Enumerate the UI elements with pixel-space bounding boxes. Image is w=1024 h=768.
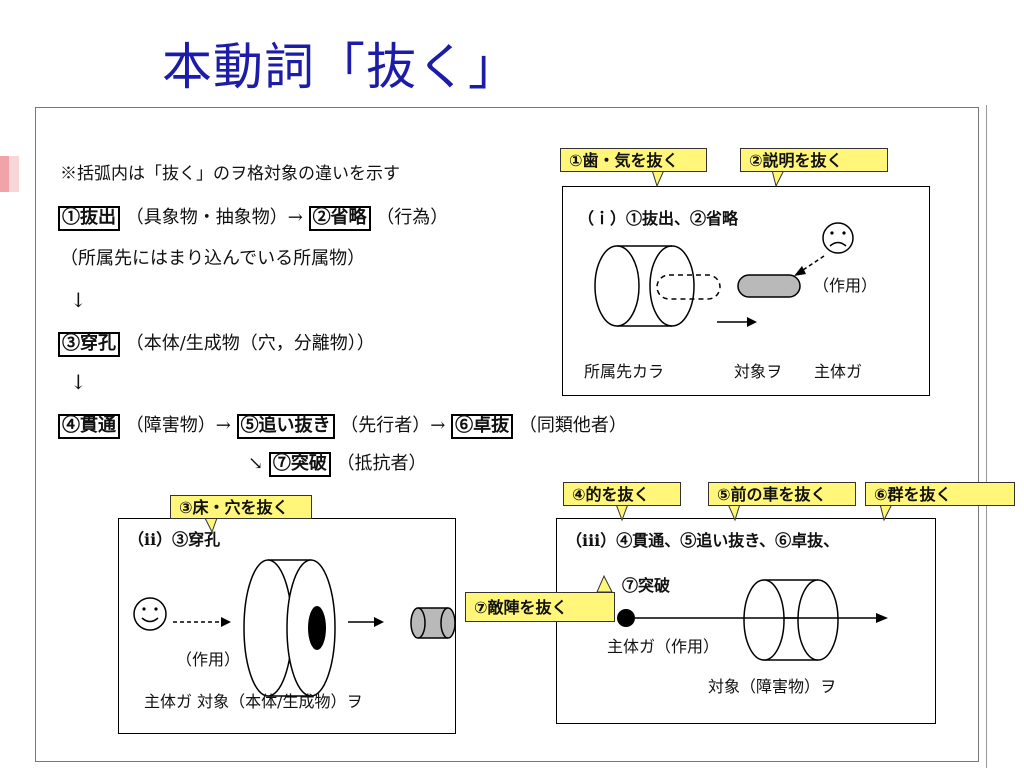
stage-2-omit: ②省略: [308, 206, 371, 231]
callout-6: ⑥群を抜く: [865, 482, 1015, 506]
callout-1-tail: [651, 169, 665, 188]
stage-1-subnote: （所属先にはまり込んでいる所属物）: [60, 248, 366, 269]
callout-1: ①歯・気を抜く: [560, 148, 707, 172]
panel-i-title: （ｉ）①抜出、②省略: [578, 209, 739, 228]
flow-row-1: ①抜出 （具象物・抽象物）→ ②省略 （行為）: [58, 206, 448, 231]
stage-1-extract: ①抜出: [58, 206, 120, 231]
branch-arrow: ↘: [248, 453, 264, 474]
flow-row-4: ↘ ⑦突破 （抵抗者）: [248, 452, 427, 477]
container-cylinder: [594, 245, 695, 327]
panel-i-subject-label: 主体ガ: [814, 362, 863, 381]
obstacle-cylinder: [743, 579, 839, 661]
stage-5-object: （先行者）→: [340, 415, 446, 436]
down-arrow-2: ↓: [70, 370, 87, 394]
stage-3-pierce: ③穿孔: [58, 332, 120, 357]
path-arrowhead: [876, 613, 888, 623]
stage-7-object: （抵抗者）: [336, 453, 427, 474]
callout-4-tail: [615, 503, 629, 522]
action-arrowhead: [794, 266, 806, 276]
stage-7-breakthrough: ⑦突破: [268, 452, 331, 477]
panel-i-action-label: （作用）: [813, 276, 878, 295]
move-arrowhead: [747, 317, 757, 327]
flow-row-2: ③穿孔 （本体/生成物（穴，分離物））: [58, 332, 375, 357]
stage-5-overtake: ⑤追い抜き: [236, 414, 335, 439]
callout-7-tail: [596, 574, 613, 593]
panel-iii-title: （iii）④貫通、⑤追い抜き、⑥卓抜、: [566, 531, 840, 550]
panel-ii-bottom-label: 主体ガ 対象（本体/生成物）ヲ: [144, 692, 363, 711]
body-cylinder: [243, 559, 336, 697]
panel-iii-object-label: 対象（障害物）ヲ: [708, 677, 837, 696]
callout-6-tail: [879, 503, 893, 522]
stage-4-object: （障害物）→: [125, 415, 231, 436]
callout-7: ⑦敵陣を抜く: [465, 592, 615, 622]
stage-4-penetrate: ④貫通: [58, 414, 120, 439]
callout-2: ②説明を抜く: [740, 148, 888, 172]
panel-iii-drawing: [617, 579, 888, 661]
extracted-object: [737, 274, 801, 298]
stage-1-object: （具象物・抽象物）→: [125, 207, 303, 228]
move-arrowhead: [374, 617, 384, 627]
subject-dot: [617, 609, 635, 627]
action-arrowhead: [221, 617, 231, 627]
stage-6-excel: ⑥卓抜: [451, 414, 514, 439]
callout-2-tail: [771, 169, 785, 188]
removed-piece: [410, 607, 456, 639]
panel-iii-subject-label: 主体ガ（作用）: [607, 637, 720, 656]
panel-iii-title-2: ⑦突破: [622, 576, 671, 595]
removed-object-outline: [656, 274, 721, 300]
panel-i-object-label: 対象ヲ: [734, 362, 783, 381]
callout-4: ④的を抜く: [563, 482, 681, 506]
down-arrow-1: ↓: [70, 288, 87, 312]
panel-ii-action-label: （作用）: [176, 650, 241, 669]
panel-ii-title: （ii）③穿孔: [128, 530, 221, 549]
panel-i-drawing: [594, 222, 854, 327]
callout-5: ⑤前の車を抜く: [708, 482, 856, 506]
flow-row-3: ④貫通 （障害物）→ ⑤追い抜き （先行者）→ ⑥卓抜 （同類他者）: [58, 414, 627, 439]
callout-3: ③床・穴を抜く: [170, 495, 312, 519]
stage-6-object: （同類他者）: [518, 415, 627, 436]
slide-divider: [986, 105, 987, 768]
callout-5-tail: [727, 503, 741, 522]
panel-ii-drawing: [133, 559, 456, 697]
panel-i-container-label: 所属先カラ: [584, 362, 665, 381]
frown-face-icon: [822, 222, 854, 254]
stage-2-object: （行為）: [376, 207, 449, 228]
diagram-frame: [35, 107, 979, 762]
accent-tab: [0, 156, 9, 192]
stage-3-object: （本体/生成物（穴，分離物））: [125, 333, 375, 354]
action-arrow: [799, 255, 825, 273]
smile-face-icon: [133, 597, 167, 631]
note-text: ※括弧内は「抜く」のヲ格対象の違いを示す: [60, 164, 400, 184]
callout-3-tail: [204, 517, 218, 534]
accent-tab-light: [9, 156, 19, 192]
page-title: 本動詞「抜く」: [162, 38, 519, 96]
